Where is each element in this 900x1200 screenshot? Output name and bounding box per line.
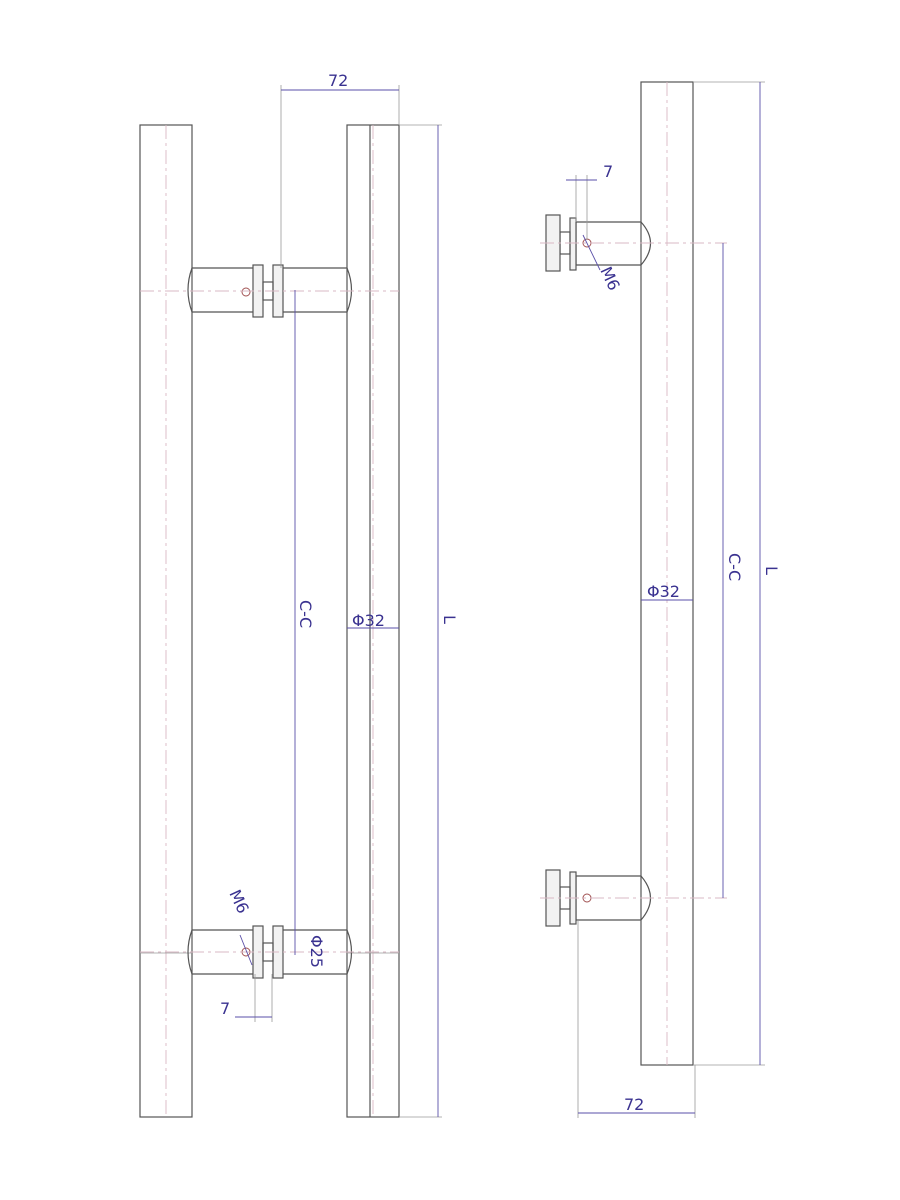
center-label: C-C (725, 553, 744, 581)
center-label: C-C (296, 600, 315, 628)
thread-label: M6 (225, 887, 252, 917)
side-view: 7 M6 Φ32 C-C L 72 (540, 81, 781, 1118)
width-label: 72 (624, 1095, 644, 1114)
top-standoff (540, 214, 727, 272)
bottom-standoff (540, 869, 727, 927)
thread-label: M6 (596, 264, 623, 294)
top-standoff (140, 264, 399, 318)
offset-label: 7 (603, 162, 613, 181)
length-label: L (762, 566, 781, 575)
offset-label: 7 (220, 999, 230, 1018)
tube-diameter-label: Φ32 (352, 611, 385, 630)
standoff-diameter-label: Φ25 (307, 935, 326, 968)
front-view: 72 C-C L Φ32 M6 Φ25 7 (139, 71, 459, 1118)
width-label: 72 (328, 71, 348, 90)
bottom-standoff (140, 925, 399, 979)
tube-diameter-label: Φ32 (647, 582, 680, 601)
length-label: L (440, 615, 459, 624)
